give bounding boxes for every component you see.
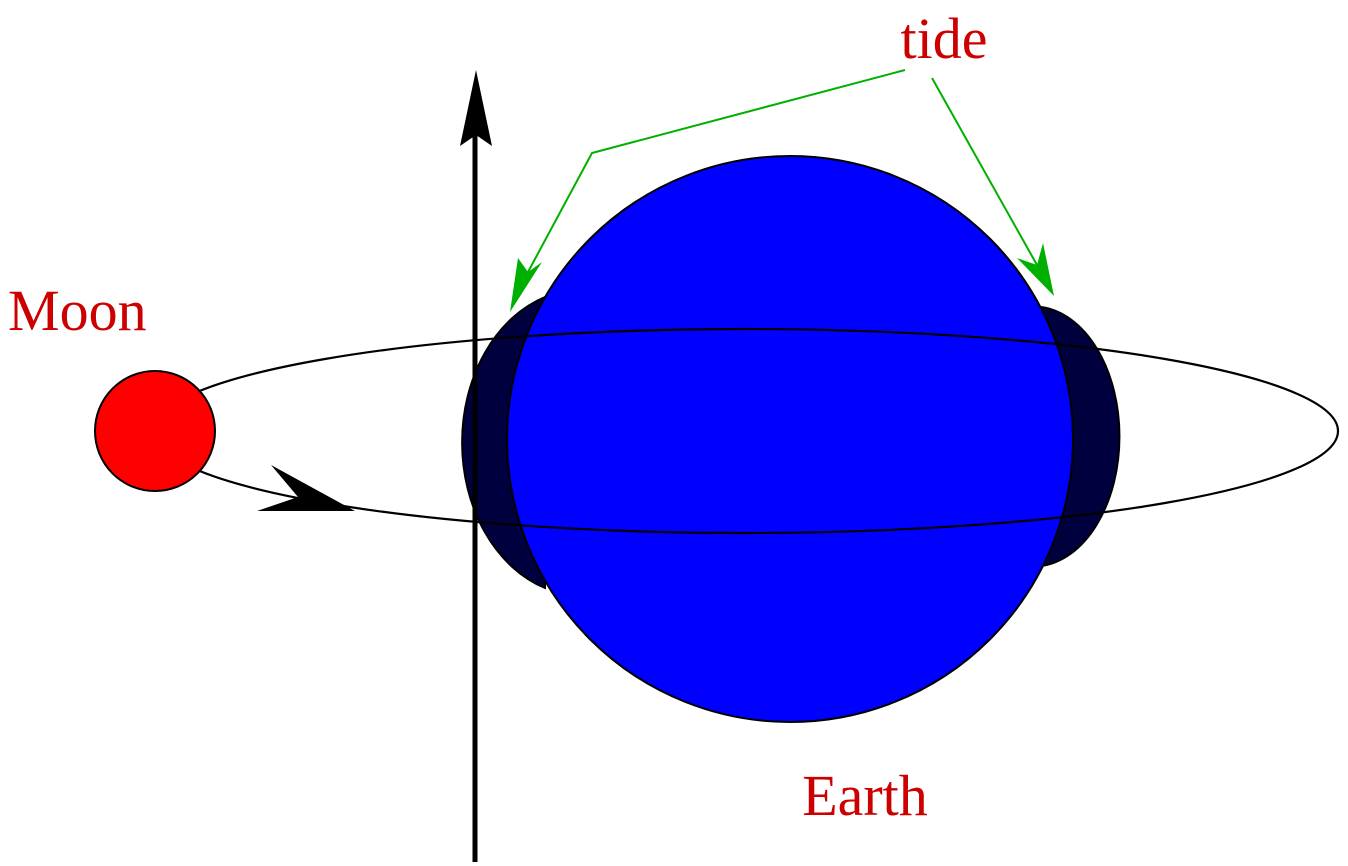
moon-icon xyxy=(94,370,216,492)
tide-pointer-left-line xyxy=(527,69,906,273)
moon-label: Moon xyxy=(8,278,147,343)
tide-pointer-right-line xyxy=(931,77,1038,266)
tide-label: tide xyxy=(901,6,988,71)
orbit-direction-icon xyxy=(257,465,355,511)
tide-pointer-left-arrowhead-icon xyxy=(510,258,542,312)
rotation-axis-arrowhead-icon xyxy=(460,70,492,146)
earth-label: Earth xyxy=(802,763,928,828)
earth-icon xyxy=(506,155,1074,723)
tide-pointer-right-arrowhead-icon xyxy=(1017,243,1054,296)
